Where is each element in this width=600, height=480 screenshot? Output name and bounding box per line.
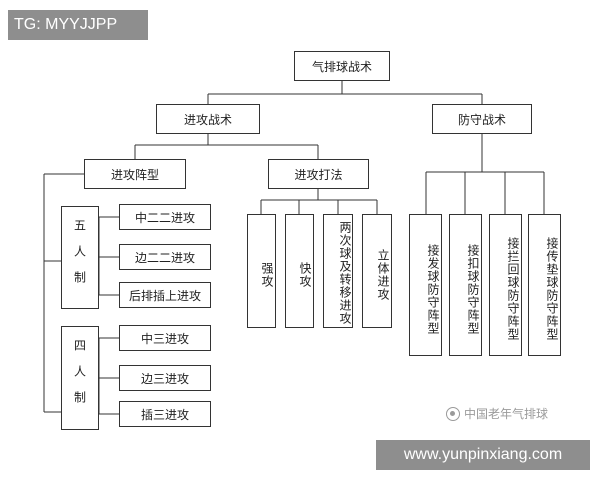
root-node: 气排球战术 [294, 51, 390, 81]
four-item-2: 边三进攻 [119, 365, 211, 391]
method-item-2: 快攻 [285, 214, 314, 328]
five-item-1: 中二二进攻 [119, 204, 211, 230]
watermark-top-label: TG: MYYJJPP [8, 10, 148, 40]
attack-methods-node: 进攻打法 [268, 159, 369, 189]
five-item-2: 边二二进攻 [119, 244, 211, 270]
defense-item-4: 接传垫球防守阵型 [528, 214, 561, 356]
method-item-4: 立体进攻 [362, 214, 392, 328]
defense-tactics-node: 防守战术 [432, 104, 532, 134]
method-item-1: 强攻 [247, 214, 276, 328]
watermark-bottom-url: www.yunpinxiang.com [376, 440, 590, 470]
four-item-1: 中三进攻 [119, 325, 211, 351]
brand-watermark-text: 中国老年气排球 [464, 407, 549, 421]
method-item-3: 两次球及转移进攻 [323, 214, 353, 328]
attack-formation-node: 进攻阵型 [84, 159, 186, 189]
attack-tactics-node: 进攻战术 [156, 104, 260, 134]
brand-watermark: 中国老年气排球 [446, 404, 596, 424]
wechat-icon [446, 407, 460, 421]
four-person-label: 四人制 [72, 339, 87, 417]
five-person-label: 五人制 [72, 218, 87, 297]
defense-item-2: 接扣球防守阵型 [449, 214, 482, 356]
four-item-3: 插三进攻 [119, 401, 211, 427]
five-person-group: 五人制 [61, 206, 99, 309]
defense-item-3: 接拦回球防守阵型 [489, 214, 522, 356]
five-item-3: 后排插上进攻 [119, 282, 211, 308]
defense-item-1: 接发球防守阵型 [409, 214, 442, 356]
four-person-group: 四人制 [61, 326, 99, 430]
